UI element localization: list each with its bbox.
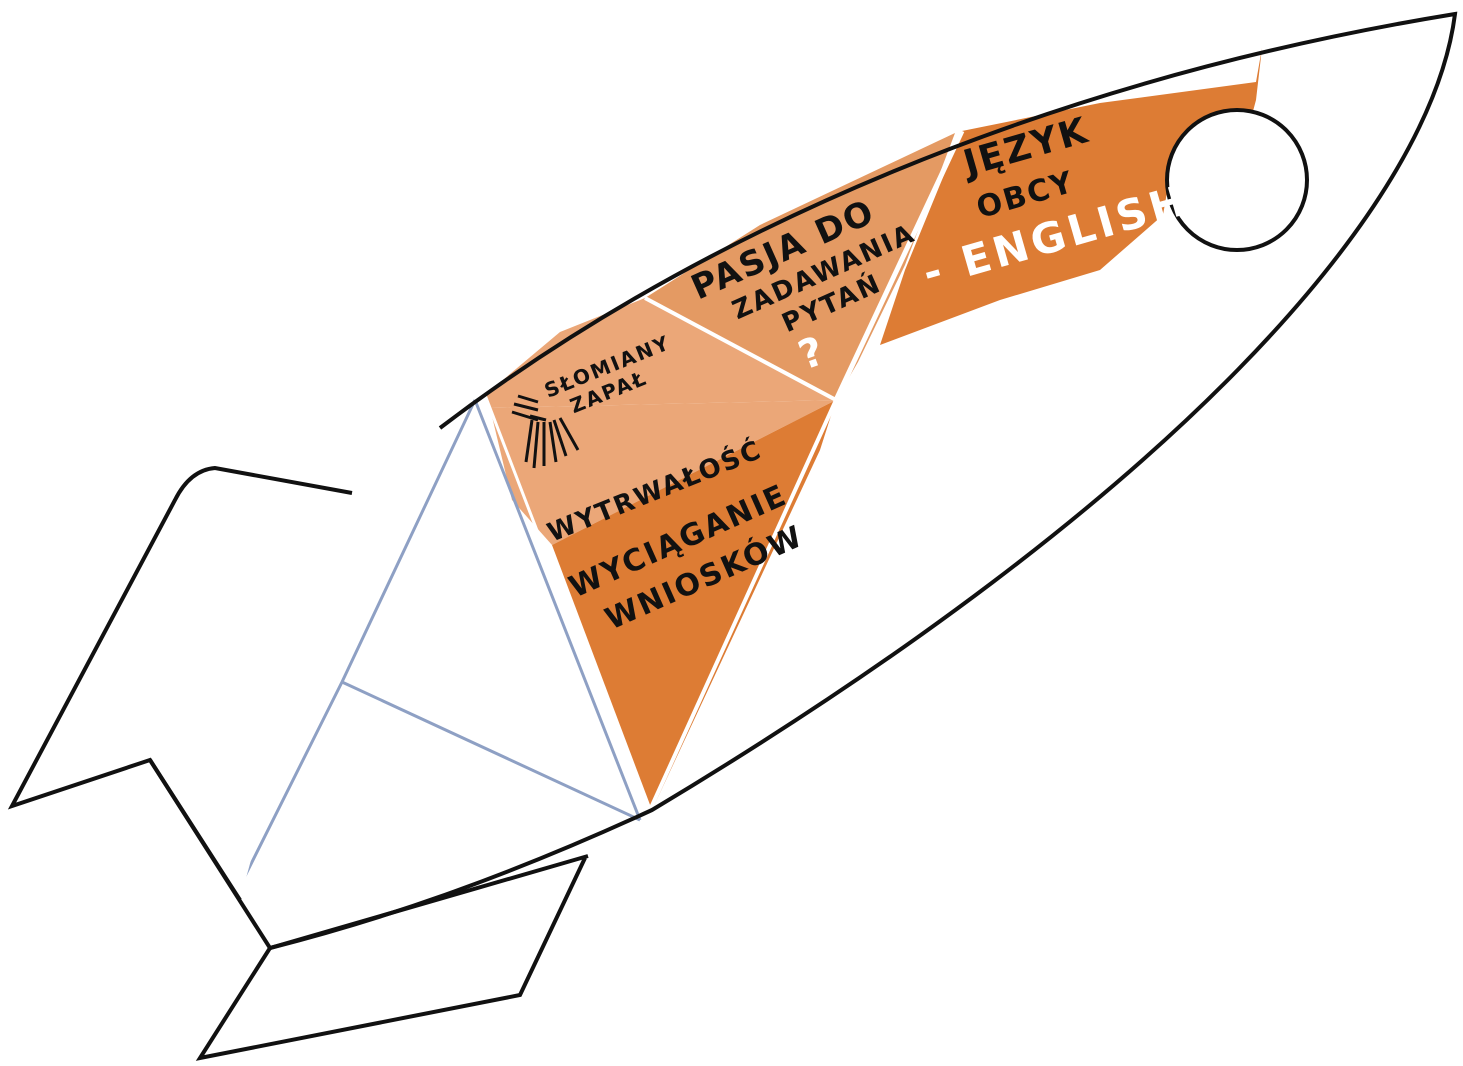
region-skomiany-zapal [485,298,836,408]
porthole-icon [1165,108,1309,252]
rocket-body [269,11,1458,950]
region-pasja [645,133,955,400]
region-wnioski [552,400,836,810]
fin-top [7,465,353,902]
fin-bottom [195,857,587,1061]
region-wytrwalosc [490,400,836,545]
straw-bundle-icon [511,394,580,469]
region-jezyk-obcy [880,48,1262,345]
